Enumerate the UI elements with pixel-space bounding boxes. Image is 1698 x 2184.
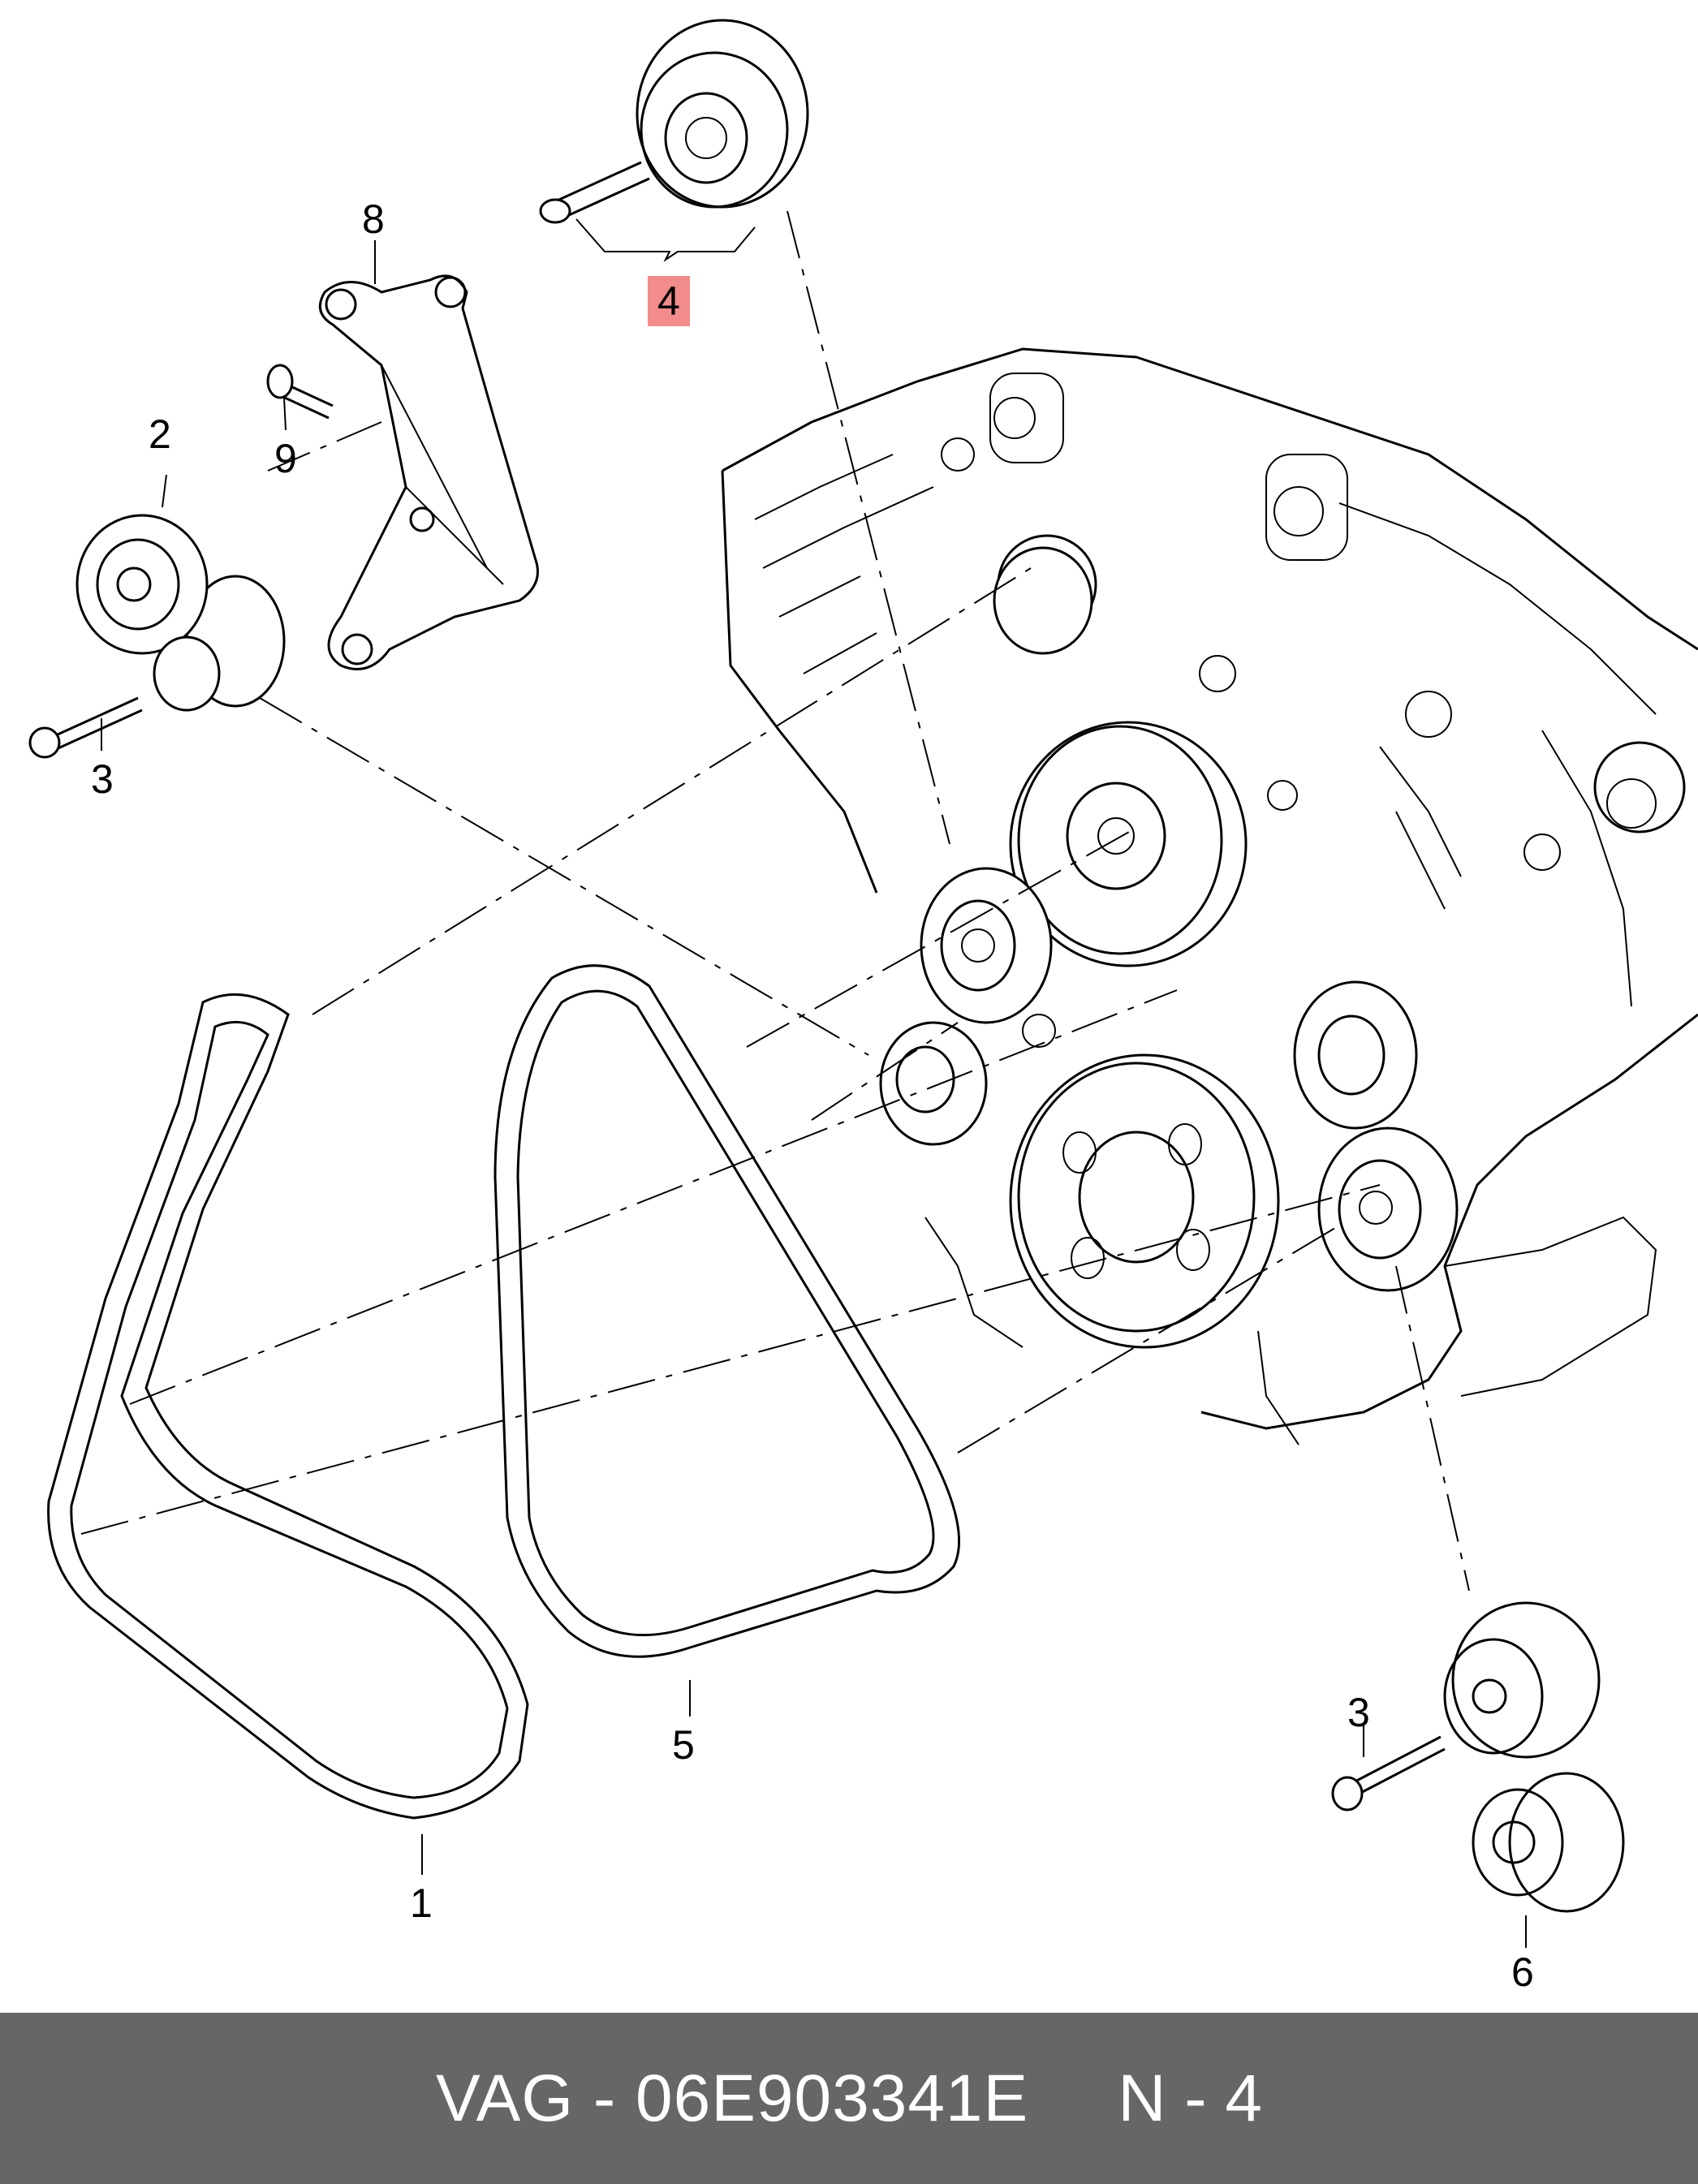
- tensioner-bracket-8: [318, 274, 539, 670]
- callout-5: 5: [672, 1722, 695, 1768]
- assembly-lines: [80, 210, 1470, 1592]
- tensioner-assembly-6: [1443, 1601, 1625, 1913]
- exploded-parts-diagram: [28, 19, 1698, 1948]
- footer-bar: VAG - 06E903341E N - 4: [0, 2013, 1698, 2184]
- bolt-3-upper: [28, 696, 143, 759]
- water-pump-pulley: [1009, 721, 1248, 967]
- callout-8: 8: [362, 196, 385, 242]
- bolt-9: [266, 364, 334, 420]
- diagram-position-label: N - 4: [1118, 2061, 1262, 2135]
- idler-pulley-4[interactable]: [636, 19, 809, 209]
- callout-2: 2: [149, 411, 171, 457]
- bolt-4: [539, 161, 650, 224]
- part-number-label: VAG - 06E903341E: [436, 2061, 1029, 2135]
- poly-v-belt-1: [47, 993, 529, 1820]
- callout-9: 9: [274, 436, 297, 481]
- callout-1: 1: [410, 1880, 433, 1926]
- tensioner-pulley-2: [75, 514, 286, 712]
- callout-3-lower: 3: [1347, 1690, 1370, 1735]
- engine-idler-pulleys: [879, 546, 1459, 1292]
- callout-6: 6: [1511, 1949, 1534, 1995]
- bolt-3-lower: [1331, 1735, 1446, 1811]
- crankshaft-pulley: [1009, 1053, 1280, 1349]
- callout-4-highlighted[interactable]: 4: [648, 276, 690, 326]
- diagram-drawing: [28, 19, 1698, 1948]
- poly-v-belt-5: [493, 964, 961, 1658]
- callout-bracket-4: [575, 218, 756, 262]
- callout-leaders: [101, 240, 1527, 1948]
- callout-3-upper: 3: [91, 756, 114, 802]
